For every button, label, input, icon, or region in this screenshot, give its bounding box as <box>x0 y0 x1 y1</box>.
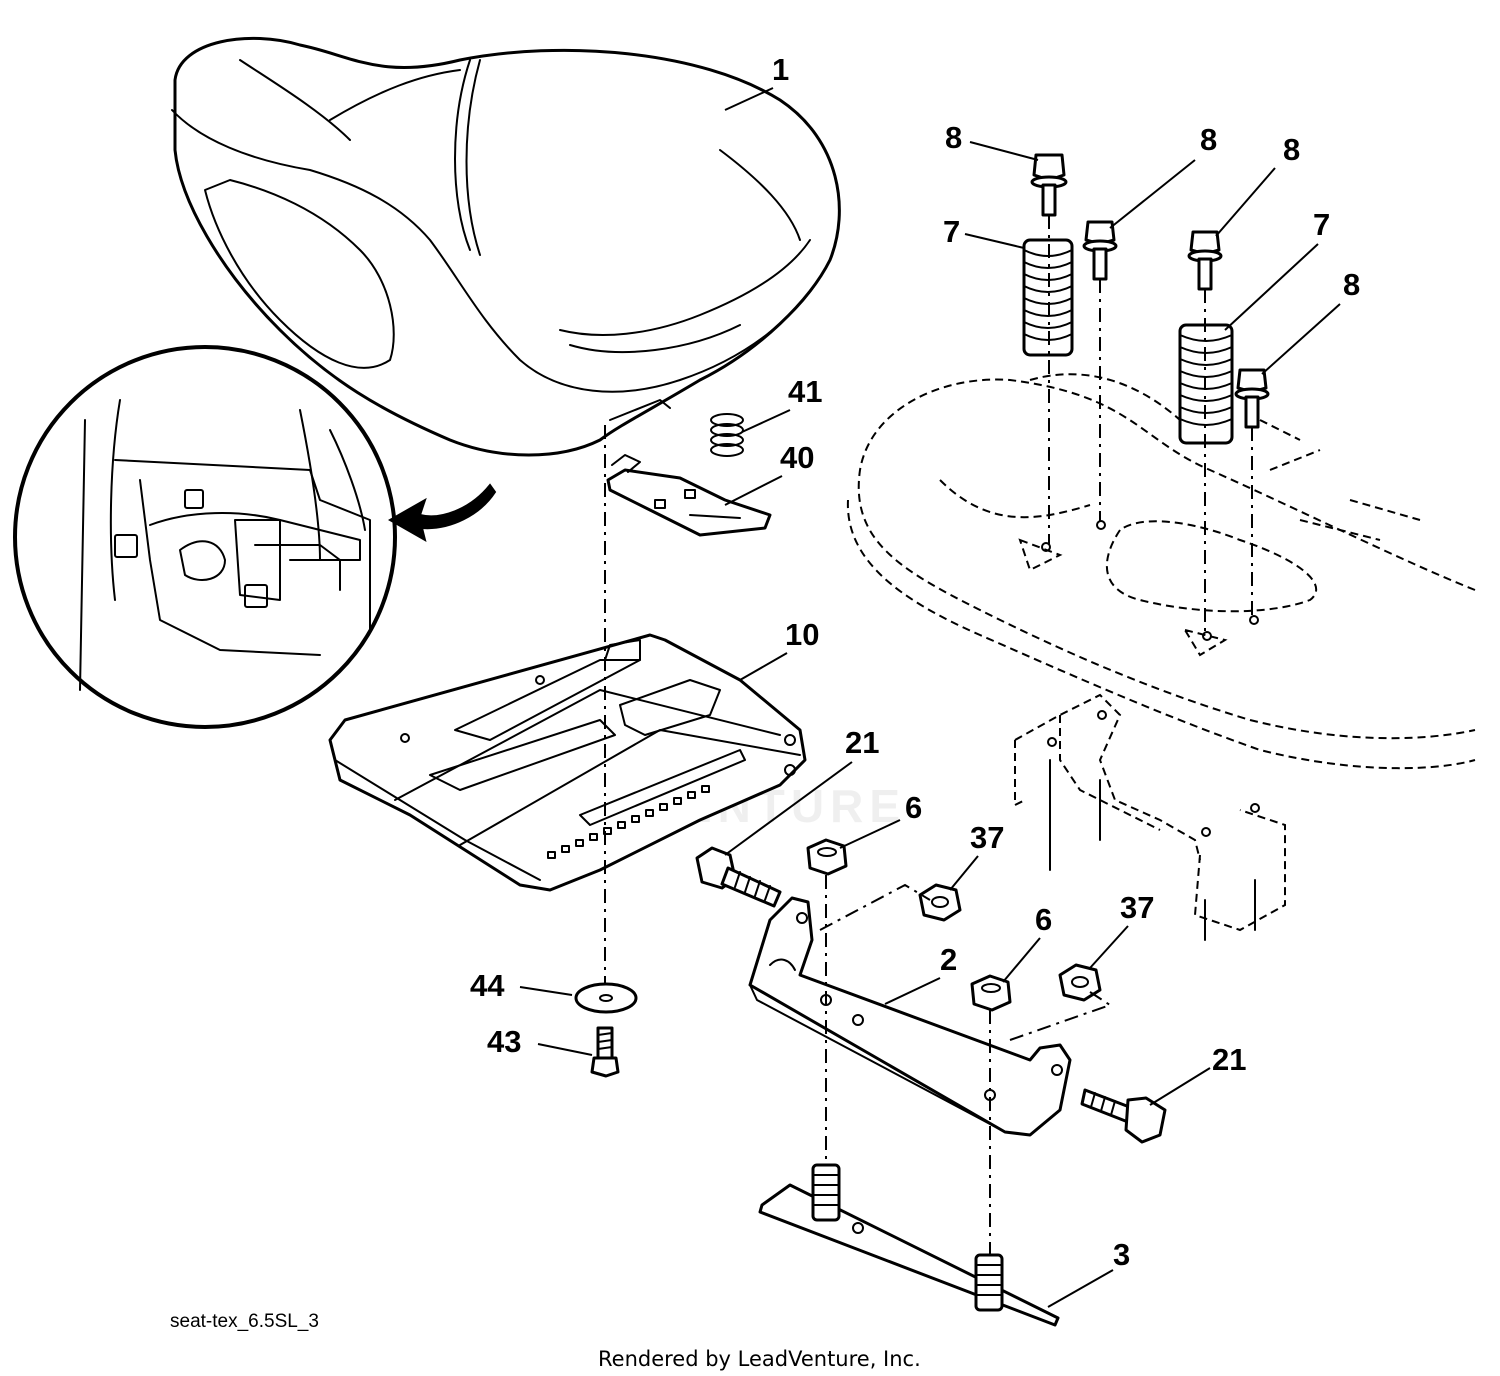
leader-7-right <box>1224 243 1319 331</box>
callout-37-right: 37 <box>1120 890 1154 925</box>
callout-6-right: 6 <box>1035 902 1052 937</box>
leader-37-left <box>949 855 979 891</box>
diagram-reference: seat-tex_6.5SL_3 <box>170 1311 319 1332</box>
nut-37-left <box>918 883 962 922</box>
callout-3: 3 <box>1113 1237 1130 1272</box>
seat-pan-10 <box>328 633 807 892</box>
leader-6-right <box>1002 937 1041 983</box>
direction-arrow <box>387 483 497 543</box>
nut-37-right <box>1058 963 1102 1002</box>
bolt-8-d <box>1234 368 1270 429</box>
callout-6-left: 6 <box>905 790 922 825</box>
leader-8-c <box>1215 167 1276 237</box>
spring-41 <box>710 413 744 457</box>
bolt-8-c <box>1187 230 1223 291</box>
bolt-21-right <box>1080 1088 1167 1144</box>
callout-7-left: 7 <box>943 214 960 249</box>
nut-6-right <box>970 974 1012 1012</box>
callout-40: 40 <box>780 440 814 475</box>
leader-44 <box>519 986 573 996</box>
leader-6-left <box>839 819 901 849</box>
bolt-21-left <box>695 846 782 908</box>
leader-21-right <box>1149 1067 1211 1106</box>
bolt-8-b <box>1082 220 1118 281</box>
callout-44: 44 <box>470 968 505 1003</box>
callout-21-right: 21 <box>1212 1042 1246 1077</box>
leader-10 <box>739 652 788 681</box>
callout-37-left: 37 <box>970 820 1004 855</box>
callout-8-c: 8 <box>1283 132 1300 167</box>
leader-8-a <box>969 141 1039 161</box>
bracket-alignment-lines <box>819 875 1113 1255</box>
washer-44 <box>574 982 638 1014</box>
render-credit: Rendered by LeadVenture, Inc. <box>598 1347 921 1371</box>
bracket-2 <box>748 896 1072 1137</box>
latch-40 <box>606 454 772 537</box>
spring-alignment-lines <box>1048 215 1253 635</box>
callout-8-b: 8 <box>1200 122 1217 157</box>
callout-43: 43 <box>487 1024 521 1059</box>
callout-21-left: 21 <box>845 725 879 760</box>
callout-41: 41 <box>788 374 822 409</box>
leader-8-b <box>1109 159 1196 229</box>
leader-43 <box>537 1043 593 1056</box>
leader-41 <box>741 409 791 433</box>
bolt-8-a <box>1030 153 1068 217</box>
callout-1: 1 <box>772 52 789 87</box>
detail-inset <box>13 345 397 729</box>
callout-8-d: 8 <box>1343 267 1360 302</box>
nut-6-left <box>806 838 848 876</box>
seat <box>171 36 841 457</box>
leader-2 <box>884 977 941 1005</box>
leader-37-right <box>1089 925 1129 969</box>
seat-mount-bracket-frame <box>1014 693 1286 941</box>
bolt-43 <box>590 1026 620 1078</box>
leader-7-left <box>964 233 1025 249</box>
callout-10: 10 <box>785 617 819 652</box>
leader-3 <box>1047 1269 1114 1308</box>
callout-7-right: 7 <box>1313 207 1330 242</box>
leader-21-left <box>724 761 853 856</box>
callout-8-a: 8 <box>945 120 962 155</box>
leader-8-d <box>1261 303 1341 375</box>
callout-2: 2 <box>940 942 957 977</box>
mower-frame-outline <box>846 373 1476 770</box>
leader-1 <box>724 87 774 111</box>
plate-3 <box>758 1163 1060 1327</box>
leader-40 <box>724 475 783 506</box>
